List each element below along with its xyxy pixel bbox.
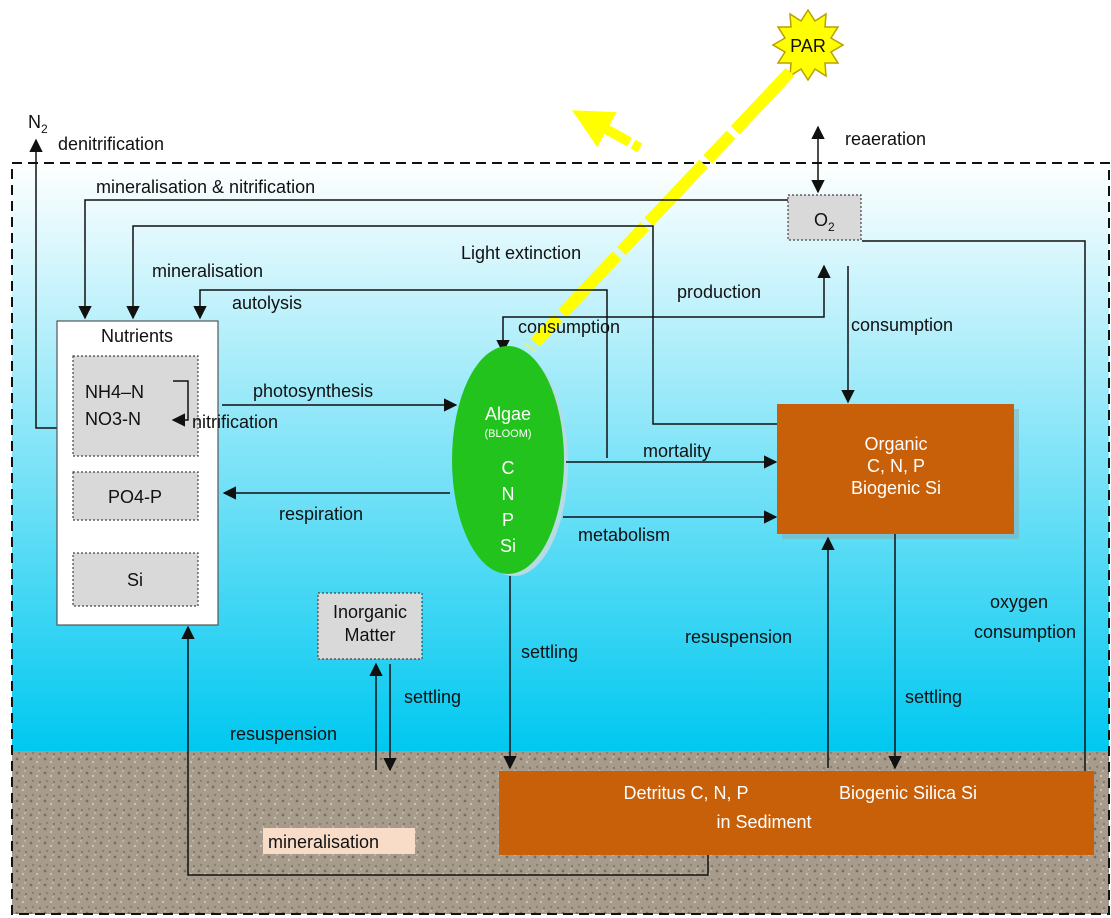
- autolysis-label: autolysis: [232, 293, 302, 313]
- n2-label: N2: [28, 112, 48, 136]
- si-box: [72, 552, 199, 607]
- photosynthesis-label: photosynthesis: [253, 381, 373, 401]
- consumption-left-label: consumption: [518, 317, 620, 337]
- resuspension-inorganic-label: resuspension: [230, 724, 337, 744]
- inorganic-line2: Matter: [344, 625, 395, 645]
- mineralisation-bottom-label: mineralisation: [268, 832, 379, 852]
- po4-label: PO4-P: [108, 487, 162, 507]
- detritus-line2: in Sediment: [716, 812, 811, 832]
- o2-label: O2: [814, 210, 835, 234]
- sun-icon: [771, 8, 845, 82]
- oxygen-consumption-arrow: [862, 240, 1092, 798]
- mortality-label: mortality: [643, 441, 711, 461]
- algae-element-p: P: [502, 510, 514, 530]
- light-ray-up: [572, 110, 643, 153]
- algae-title: Algae: [485, 404, 531, 424]
- resuspension-organic-label: resuspension: [685, 627, 792, 647]
- detritus-line1b: Biogenic Silica Si: [839, 783, 977, 803]
- organic-line3: Biogenic Si: [851, 478, 941, 498]
- settling-organic-label: settling: [905, 687, 962, 707]
- respiration-label: respiration: [279, 504, 363, 524]
- production-arrow: [496, 264, 831, 354]
- algae-element-si: Si: [500, 536, 516, 556]
- oxygen-consumption-label-1: oxygen: [990, 592, 1048, 612]
- nitrification-label: nitrification: [192, 412, 278, 432]
- no3-label: NO3-N: [85, 409, 141, 429]
- mineralisation-bottom-highlight: [263, 828, 415, 854]
- mineralisation-nitrification-label: mineralisation & nitrification: [96, 177, 315, 197]
- algae-subtitle: (BLOOM): [484, 428, 531, 440]
- nitrogen-box: [72, 355, 199, 457]
- settling-inorganic-label: settling: [404, 687, 461, 707]
- autolysis-arrow: [193, 289, 608, 458]
- nutrients-title: Nutrients: [101, 326, 173, 346]
- algae-ellipse: [452, 346, 564, 574]
- oxygen-consumption-label-2: consumption: [974, 622, 1076, 642]
- o2-box: [787, 194, 862, 241]
- organic-line1: Organic: [864, 434, 927, 454]
- consumption-right-label: consumption: [851, 315, 953, 335]
- organic-box: [777, 404, 1014, 534]
- inorganic-line1: Inorganic: [333, 602, 407, 622]
- algae-element-c: C: [502, 458, 515, 478]
- po4-box: [72, 471, 199, 521]
- par-label: PAR: [790, 36, 826, 56]
- detritus-box: [499, 771, 1094, 855]
- detritus-line1a: Detritus C, N, P: [623, 783, 748, 803]
- algae-element-n: N: [502, 484, 515, 504]
- nh4-label: NH4–N: [85, 382, 144, 402]
- mineralisation-top-label: mineralisation: [152, 261, 263, 281]
- organic-line2: C, N, P: [867, 456, 925, 476]
- system-boundary: [11, 162, 1110, 915]
- production-label: production: [677, 282, 761, 302]
- denitrification-label: denitrification: [58, 134, 164, 154]
- nitrification-loop: [171, 380, 189, 427]
- mineralisation-top-arrow: [126, 225, 780, 425]
- inorganic-box: [317, 592, 423, 660]
- mineralisation-bottom-arrow: [181, 625, 709, 876]
- si-label: Si: [127, 570, 143, 590]
- metabolism-label: metabolism: [578, 525, 670, 545]
- light-extinction-label: Light extinction: [461, 243, 581, 263]
- mineralisation-nitrification-arrow: [78, 199, 818, 320]
- reaeration-label: reaeration: [845, 129, 926, 149]
- settling-algae-label: settling: [521, 642, 578, 662]
